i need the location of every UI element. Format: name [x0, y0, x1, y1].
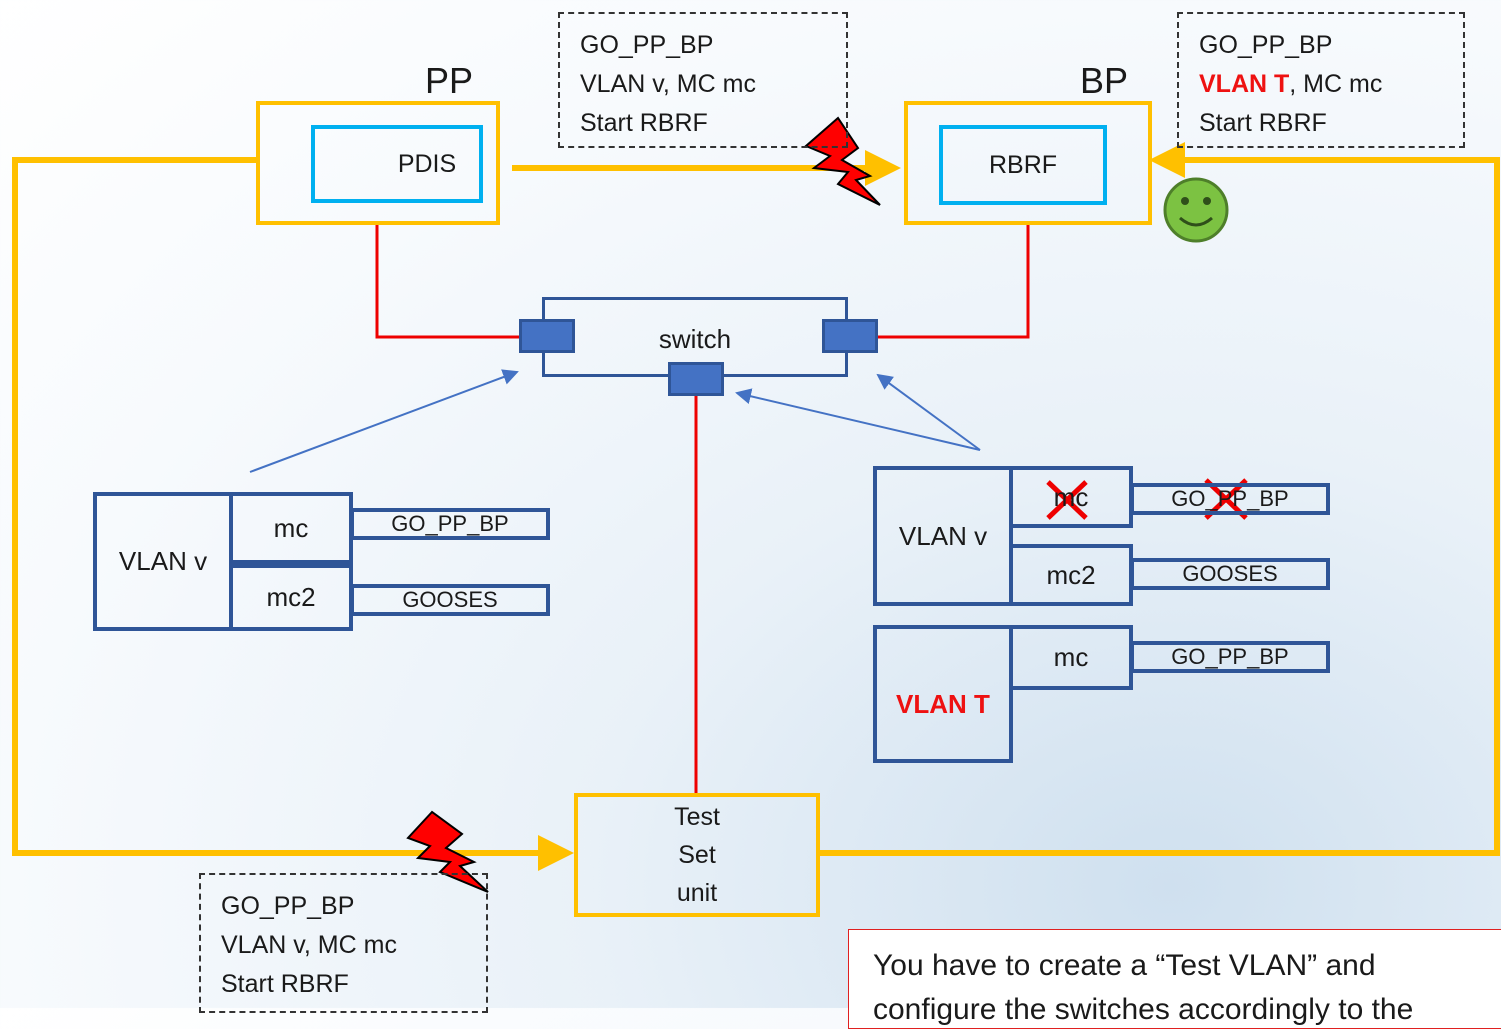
msg-right-mc: , MC mc [1289, 70, 1383, 98]
note-box: You have to create a “Test VLAN” and con… [848, 929, 1501, 1029]
blue-arrow-mid [735, 388, 981, 451]
test-set-line3: unit [676, 879, 718, 907]
msg-right-vlan-t: VLAN T [1199, 70, 1290, 98]
right-mc2: mc2 [1009, 544, 1133, 606]
lightning-icon-top [804, 116, 881, 206]
left-mc2-label: mc2 [266, 582, 316, 612]
msg-right-line2: VLAN T, MC mc [1199, 65, 1463, 104]
test-vlan-t-label: VLAN T [896, 688, 990, 719]
right-vlan-v: VLAN v [873, 466, 1013, 606]
right-goose-gopp: GO_PP_BP [1130, 483, 1330, 515]
msg-right-line3: Start RBRF [1199, 109, 1327, 137]
msg-top-line2: VLAN v, MC mc [580, 70, 756, 98]
right-vlan-v-label: VLAN v [898, 520, 988, 551]
red-wire-bp [878, 224, 1030, 339]
test-goose-gopp: GO_PP_BP [1130, 641, 1330, 673]
switch-port-left [519, 319, 575, 353]
switch-port-bottom [668, 362, 724, 396]
test-set-unit: Test Set unit [574, 793, 820, 917]
left-goose-gooses: GOOSES [350, 584, 550, 616]
switch-label: switch [658, 324, 732, 354]
pp-device [256, 101, 500, 225]
note-text: You have to create a “Test VLAN” and con… [873, 949, 1414, 1026]
test-mc-label: mc [1053, 642, 1089, 672]
left-goose-gooses-label: GOOSES [402, 587, 498, 612]
blue-arrow-left [249, 369, 519, 473]
right-mc2-label: mc2 [1046, 559, 1096, 590]
test-set-line1: Test [674, 803, 720, 831]
left-vlan-v-label: VLAN v [118, 546, 208, 576]
rbrf-label: RBRF [988, 150, 1058, 179]
msg-top-line1: GO_PP_BP [580, 31, 714, 59]
right-mc: mc [1009, 466, 1133, 528]
smiley-icon [1163, 177, 1229, 243]
test-vlan-t: VLAN T [873, 625, 1013, 763]
red-wire-pp [375, 224, 519, 339]
right-goose-gooses: GOOSES [1130, 558, 1330, 590]
msg-bottom-line3: Start RBRF [221, 970, 349, 998]
rbrf-block: RBRF [939, 125, 1107, 205]
pp-title: PP [425, 60, 474, 101]
left-mc: mc [229, 492, 353, 564]
test-set-line2: Set [678, 841, 716, 869]
test-mc: mc [1009, 625, 1133, 690]
message-box-bottom: GO_PP_BP VLAN v, MC mc Start RBRF [199, 873, 488, 1013]
blue-arrow-right [876, 373, 981, 451]
pdis-label: PDIS [397, 149, 457, 178]
cross-icon-mc [1046, 480, 1088, 520]
yellow-loop-left [12, 157, 574, 871]
left-goose-gopp: GO_PP_BP [350, 508, 550, 540]
bp-device [904, 101, 1152, 225]
left-mc2: mc2 [229, 564, 353, 631]
msg-top-line3: Start RBRF [580, 109, 708, 137]
msg-right-line1: GO_PP_BP [1199, 31, 1333, 59]
pdis-block: PDIS [311, 125, 483, 203]
right-mc-label: mc [1053, 481, 1089, 512]
left-mc-label: mc [273, 512, 309, 543]
left-vlan-v: VLAN v [93, 492, 233, 631]
left-goose-gopp-label: GO_PP_BP [391, 511, 509, 536]
right-goose-gopp-label: GO_PP_BP [1171, 486, 1289, 511]
yellow-loop-right [820, 142, 1500, 856]
message-box-right: GO_PP_BP VLAN T, MC mc Start RBRF [1177, 12, 1465, 148]
lightning-icon-bottom [406, 810, 489, 893]
switch-port-right [822, 319, 878, 353]
msg-bottom-line1: GO_PP_BP [221, 892, 355, 920]
message-box-top: GO_PP_BP VLAN v, MC mc Start RBRF [558, 12, 848, 148]
msg-bottom-line2: VLAN v, MC mc [221, 931, 397, 959]
test-goose-gopp-label: GO_PP_BP [1171, 644, 1289, 669]
bp-title: BP [1080, 60, 1129, 101]
right-goose-gooses-label: GOOSES [1182, 561, 1278, 586]
